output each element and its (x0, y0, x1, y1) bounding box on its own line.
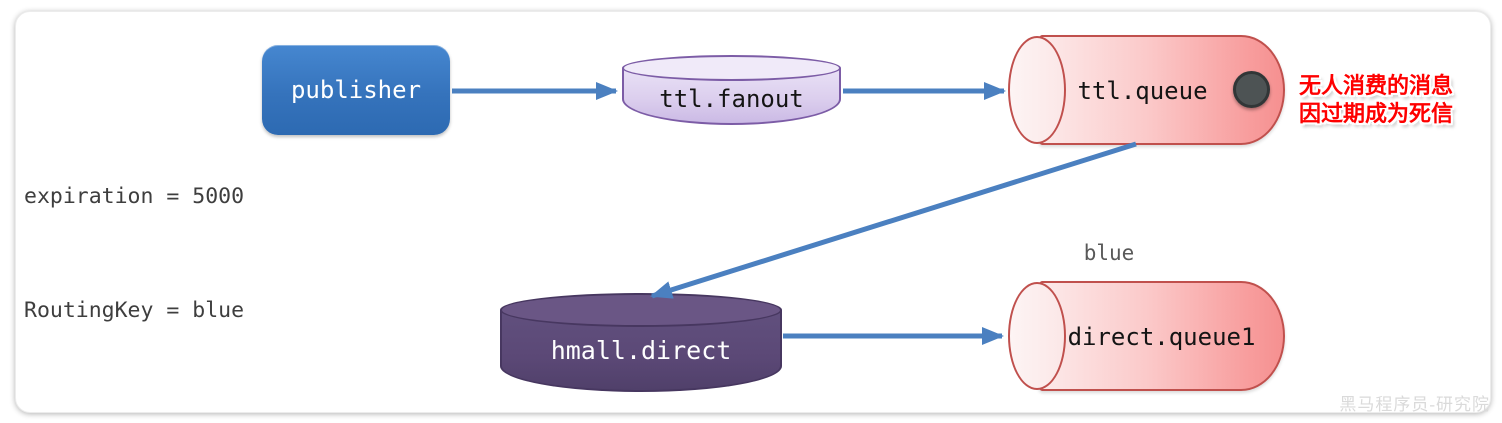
publisher-node: publisher (262, 45, 450, 135)
direct-queue1-node: direct.queue1 (1008, 281, 1285, 391)
direct-queue1-label: direct.queue1 (1067, 323, 1256, 351)
routing-key-param: RoutingKey = blue (24, 298, 245, 323)
message-params-text: expiration = 5000 RoutingKey = blue (24, 102, 244, 406)
cylinder-body (1036, 281, 1285, 391)
binding-key-label: blue (1083, 241, 1135, 265)
message-dot-icon (1233, 71, 1270, 108)
ttl-queue-node: ttl.queue (1008, 35, 1285, 145)
hmall-direct-label: hmall.direct (550, 336, 732, 365)
hmall-direct-exchange-node: hmall.direct (500, 293, 782, 392)
expiration-param: expiration = 5000 (24, 184, 245, 209)
dead-letter-note-line1: 无人消费的消息 (1299, 73, 1454, 98)
ttl-fanout-exchange-node: ttl.fanout (622, 55, 841, 125)
cylinder-left-cap (1008, 36, 1066, 144)
publisher-label: publisher (290, 76, 422, 104)
cylinder-left-cap (1008, 282, 1066, 390)
watermark-text: 黑马程序员-研究院 (1339, 395, 1490, 414)
cylinder-top-ellipse (500, 293, 782, 327)
cylinder-top-ellipse (622, 55, 841, 81)
dead-letter-note: 无人消费的消息 因过期成为死信 (1299, 72, 1484, 128)
ttl-fanout-label: ttl.fanout (659, 85, 804, 113)
dead-letter-note-line2: 因过期成为死信 (1299, 101, 1454, 126)
ttl-queue-label: ttl.queue (1077, 77, 1208, 105)
